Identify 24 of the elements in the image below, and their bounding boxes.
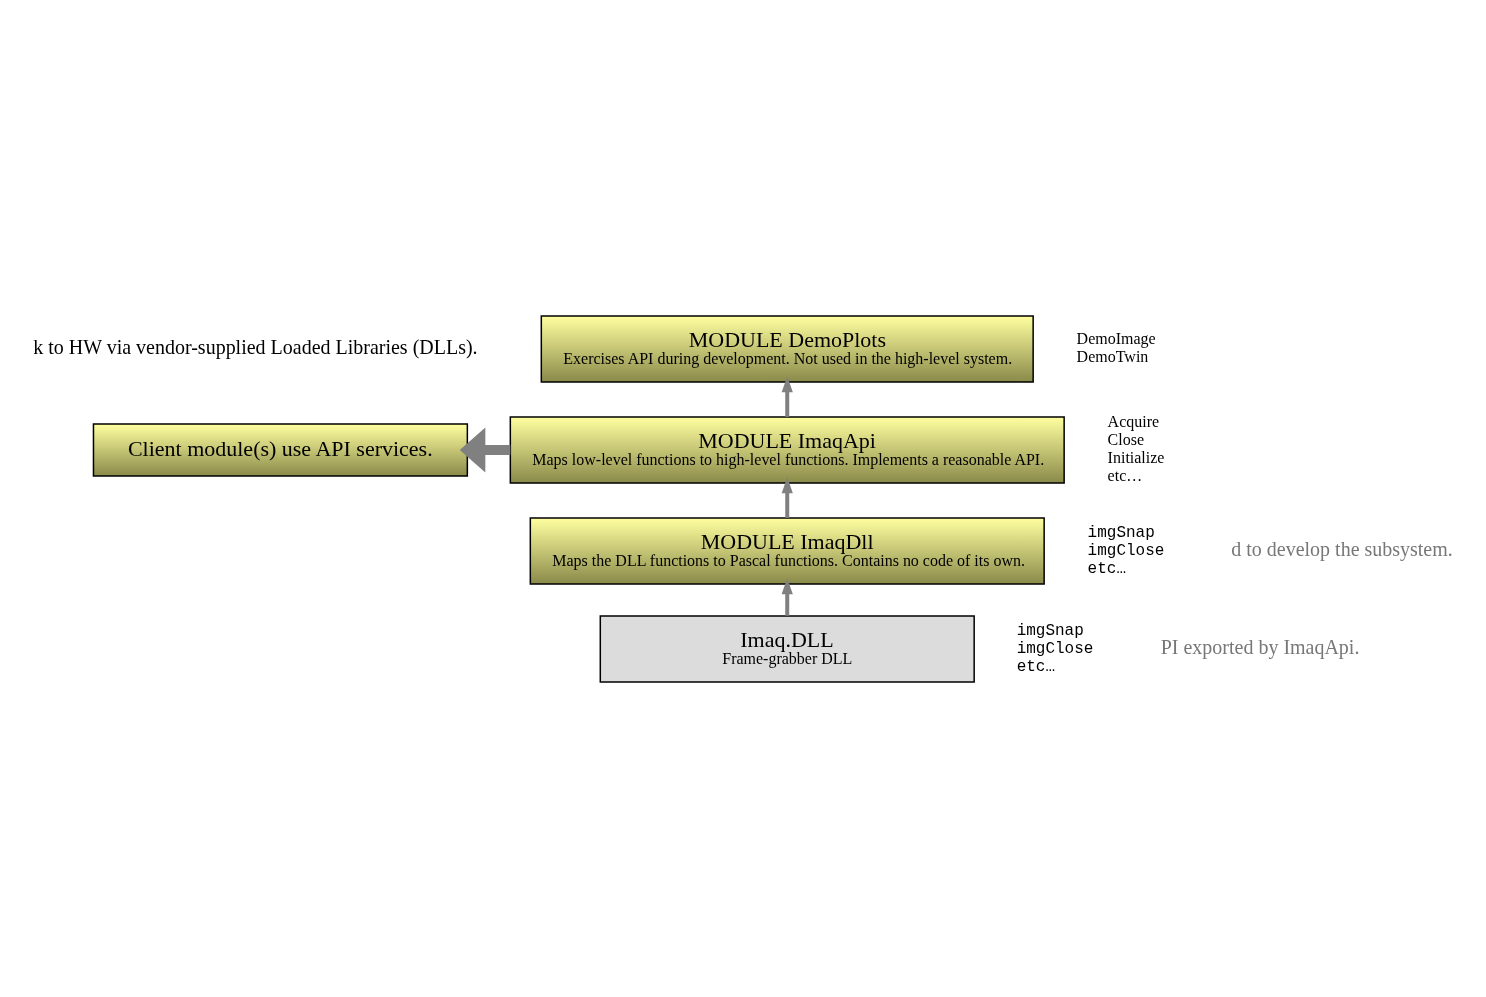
arrow <box>781 577 793 616</box>
node-box: Client module(s) use API services. <box>92 422 468 477</box>
node-label: etc… <box>1087 559 1126 578</box>
node-box: Imaq.DLL Frame-grabber DLL <box>599 614 975 683</box>
arrow <box>459 427 510 472</box>
node-label: etc… <box>1016 657 1055 676</box>
node-label: DemoTwin <box>1076 347 1148 365</box>
node-label: Initialize <box>1107 448 1164 466</box>
node-label: Close <box>1107 430 1144 448</box>
node-label: imgSnap <box>1087 523 1155 542</box>
node-label: DemoImage <box>1076 329 1156 347</box>
arrow <box>781 476 793 518</box>
node-label: Acquire <box>1107 412 1159 430</box>
node-label: etc… <box>1107 466 1142 484</box>
node-box: MODULE DemoPlots Exercises API during development. Not used in the high-level system. <box>540 314 1034 383</box>
arrow <box>781 375 793 417</box>
node-label: imgSnap <box>1016 621 1084 640</box>
label: k to HW via vendor-supplied Loaded Libraries (DLLs). <box>32 335 478 358</box>
node-box: MODULE ImaqDll Maps the DLL functions to Pascal functions. Contains no code of its own. <box>529 516 1045 585</box>
node-label: imgClose <box>1016 639 1093 658</box>
label: PI exported by ImaqApi. <box>1160 635 1359 658</box>
node-box: MODULE ImaqApi Maps low-level functions to high-level functions. Implements a reasonable API. <box>509 415 1065 484</box>
label: d to develop the subsystem. <box>1230 537 1453 560</box>
node-label: imgClose <box>1087 541 1164 560</box>
